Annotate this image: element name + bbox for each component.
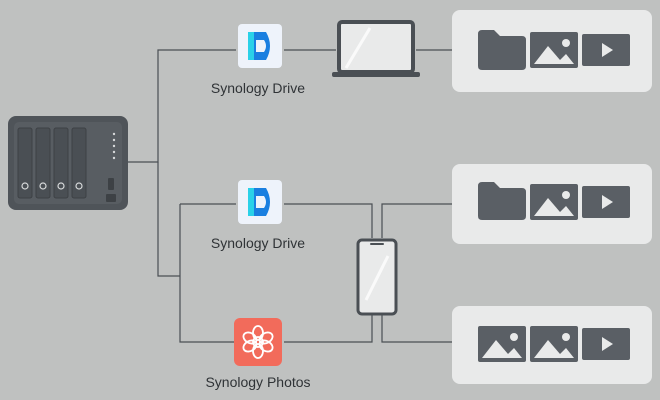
app-label-photos: Synology Photos: [205, 374, 311, 390]
connector-drive-mid-phone: [284, 203, 373, 238]
app-label-drive-top: Synology Drive: [210, 80, 306, 96]
connector-nas-lower: [157, 162, 180, 277]
synology-photos-icon: [234, 318, 282, 366]
panel-mid: [452, 164, 652, 244]
image-icon: [478, 326, 526, 362]
connector-phone-panel-bottom: [381, 312, 452, 343]
image-icon: [530, 32, 578, 68]
connector-nas-drive-top: [128, 49, 236, 163]
app-label-drive-mid: Synology Drive: [210, 235, 306, 251]
connector-phone-panel-mid: [381, 203, 452, 238]
synology-drive-icon: [236, 178, 284, 226]
image-icon: [530, 326, 578, 362]
image-icon: [530, 184, 578, 220]
panel-top: [452, 10, 652, 92]
connector-lower-branch: [179, 204, 236, 343]
laptop-icon: [332, 20, 420, 77]
phone-icon: [356, 238, 398, 316]
nas-icon: [8, 116, 128, 210]
video-icon: [582, 328, 630, 360]
folder-icon: [478, 182, 526, 220]
folder-icon: [478, 30, 526, 70]
video-icon: [582, 34, 630, 66]
connector-photos-phone: [284, 312, 373, 343]
video-icon: [582, 186, 630, 218]
synology-drive-icon: [236, 22, 284, 70]
panel-bottom: [452, 306, 652, 384]
